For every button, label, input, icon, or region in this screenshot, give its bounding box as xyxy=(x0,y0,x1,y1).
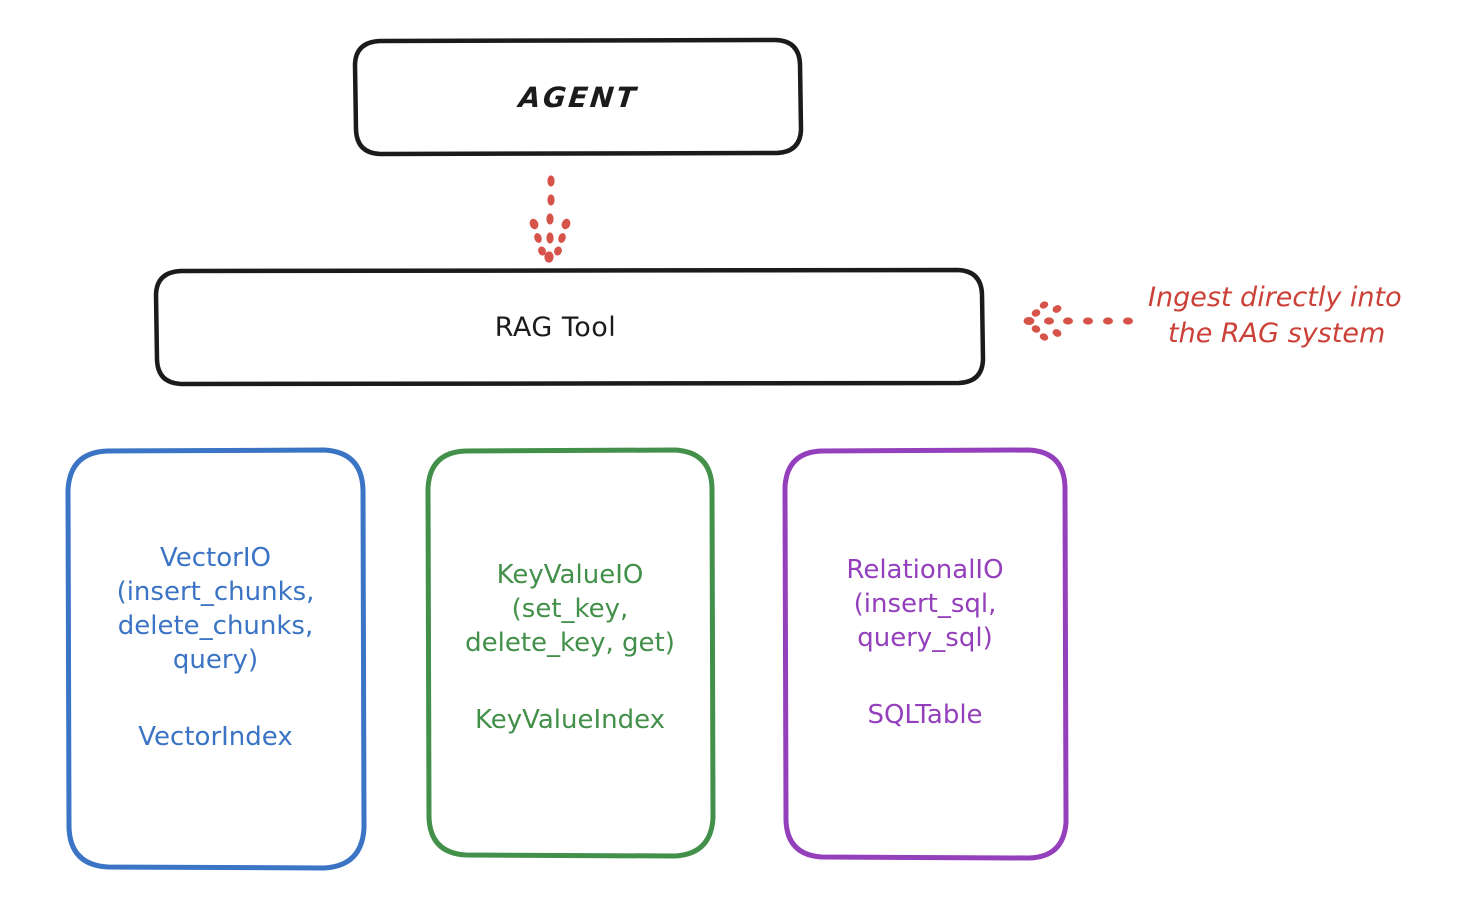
agent-box-outline xyxy=(352,37,804,157)
relational-box-outline xyxy=(782,447,1069,861)
agent-node[interactable]: AGENT xyxy=(356,40,800,154)
rag-tool-label: RAG Tool xyxy=(494,311,617,343)
ingest-annotation-line1: Ingest directly into xyxy=(1148,282,1402,313)
key-value-io-api-label: KeyValueIO (set_key, delete_key, get) xyxy=(465,560,675,658)
ingest-to-rag-arrow xyxy=(1023,301,1133,341)
rag-tool-box-outline xyxy=(153,267,986,387)
relational-io-api-label: RelationalIO (insert_sql, query_sql) xyxy=(846,555,1004,653)
agent-label: AGENT xyxy=(516,80,640,114)
ingest-annotation-line2: the RAG system xyxy=(1168,317,1386,349)
relational-io-node[interactable]: RelationalIO (insert_sql, query_sql) SQL… xyxy=(785,450,1065,858)
key-value-index-label: KeyValueIndex xyxy=(474,704,666,735)
ingest-annotation: Ingest directly into the RAG system xyxy=(1148,280,1478,351)
key-value-io-content: KeyValueIO (set_key, delete_key, get) Ke… xyxy=(438,559,702,734)
rag-tool-node[interactable]: RAG Tool xyxy=(157,270,982,384)
relational-io-content: RelationalIO (insert_sql, query_sql) SQL… xyxy=(795,554,1055,729)
agent-to-rag-arrow xyxy=(529,175,571,263)
vector-box-outline xyxy=(65,447,367,871)
vector-io-api-label: VectorIO (insert_chunks, delete_chunks, … xyxy=(116,543,315,675)
keyvalue-box-outline xyxy=(425,447,716,859)
vector-index-label: VectorIndex xyxy=(138,721,293,752)
sql-table-label: SQLTable xyxy=(867,699,983,730)
vector-io-node[interactable]: VectorIO (insert_chunks, delete_chunks, … xyxy=(68,450,363,868)
key-value-io-node[interactable]: KeyValueIO (set_key, delete_key, get) Ke… xyxy=(428,450,712,856)
vector-io-content: VectorIO (insert_chunks, delete_chunks, … xyxy=(78,542,353,751)
